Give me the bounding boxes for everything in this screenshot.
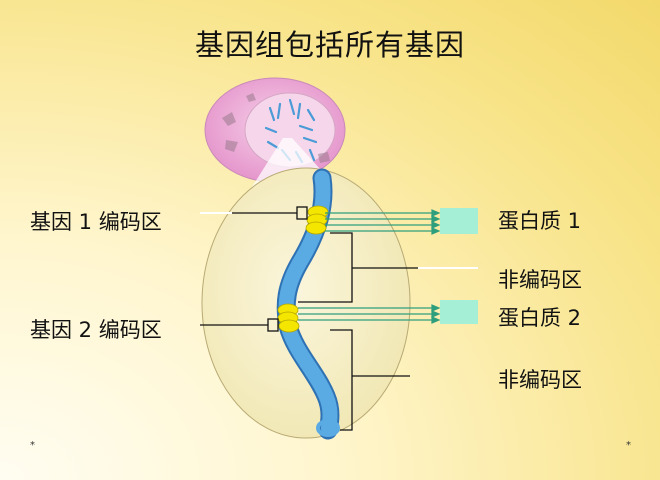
protein-1-label: 蛋白质 1 — [498, 209, 582, 233]
cell-illustration — [204, 77, 346, 183]
page-title: 基因组包括所有基因 — [194, 28, 465, 62]
noncoding-bracket-1 — [298, 232, 478, 303]
protein-2-box — [440, 300, 478, 324]
zoom-oval — [201, 167, 411, 439]
noncoding-bracket-2 — [330, 329, 410, 431]
protein-1-box — [440, 208, 478, 234]
gene-1-coding-label: 基因 1 编码区 — [30, 210, 162, 234]
footer-mark-right: * — [626, 440, 631, 451]
chromosome-coil — [276, 168, 340, 440]
gene-2-coding-label: 基因 2 编码区 — [30, 318, 162, 342]
protein-2-label: 蛋白质 2 — [498, 306, 582, 330]
gene-1-pointer — [200, 206, 308, 220]
protein-1-arrows — [325, 209, 441, 235]
gene-2-pointer — [200, 318, 279, 332]
coding-region-gene-2 — [277, 303, 300, 333]
noncoding-2-label: 非编码区 — [498, 368, 582, 392]
protein-2-arrows — [298, 304, 441, 324]
footer-mark-left: * — [30, 440, 35, 451]
coding-region-gene-1 — [305, 205, 329, 235]
noncoding-1-label: 非编码区 — [498, 268, 582, 292]
